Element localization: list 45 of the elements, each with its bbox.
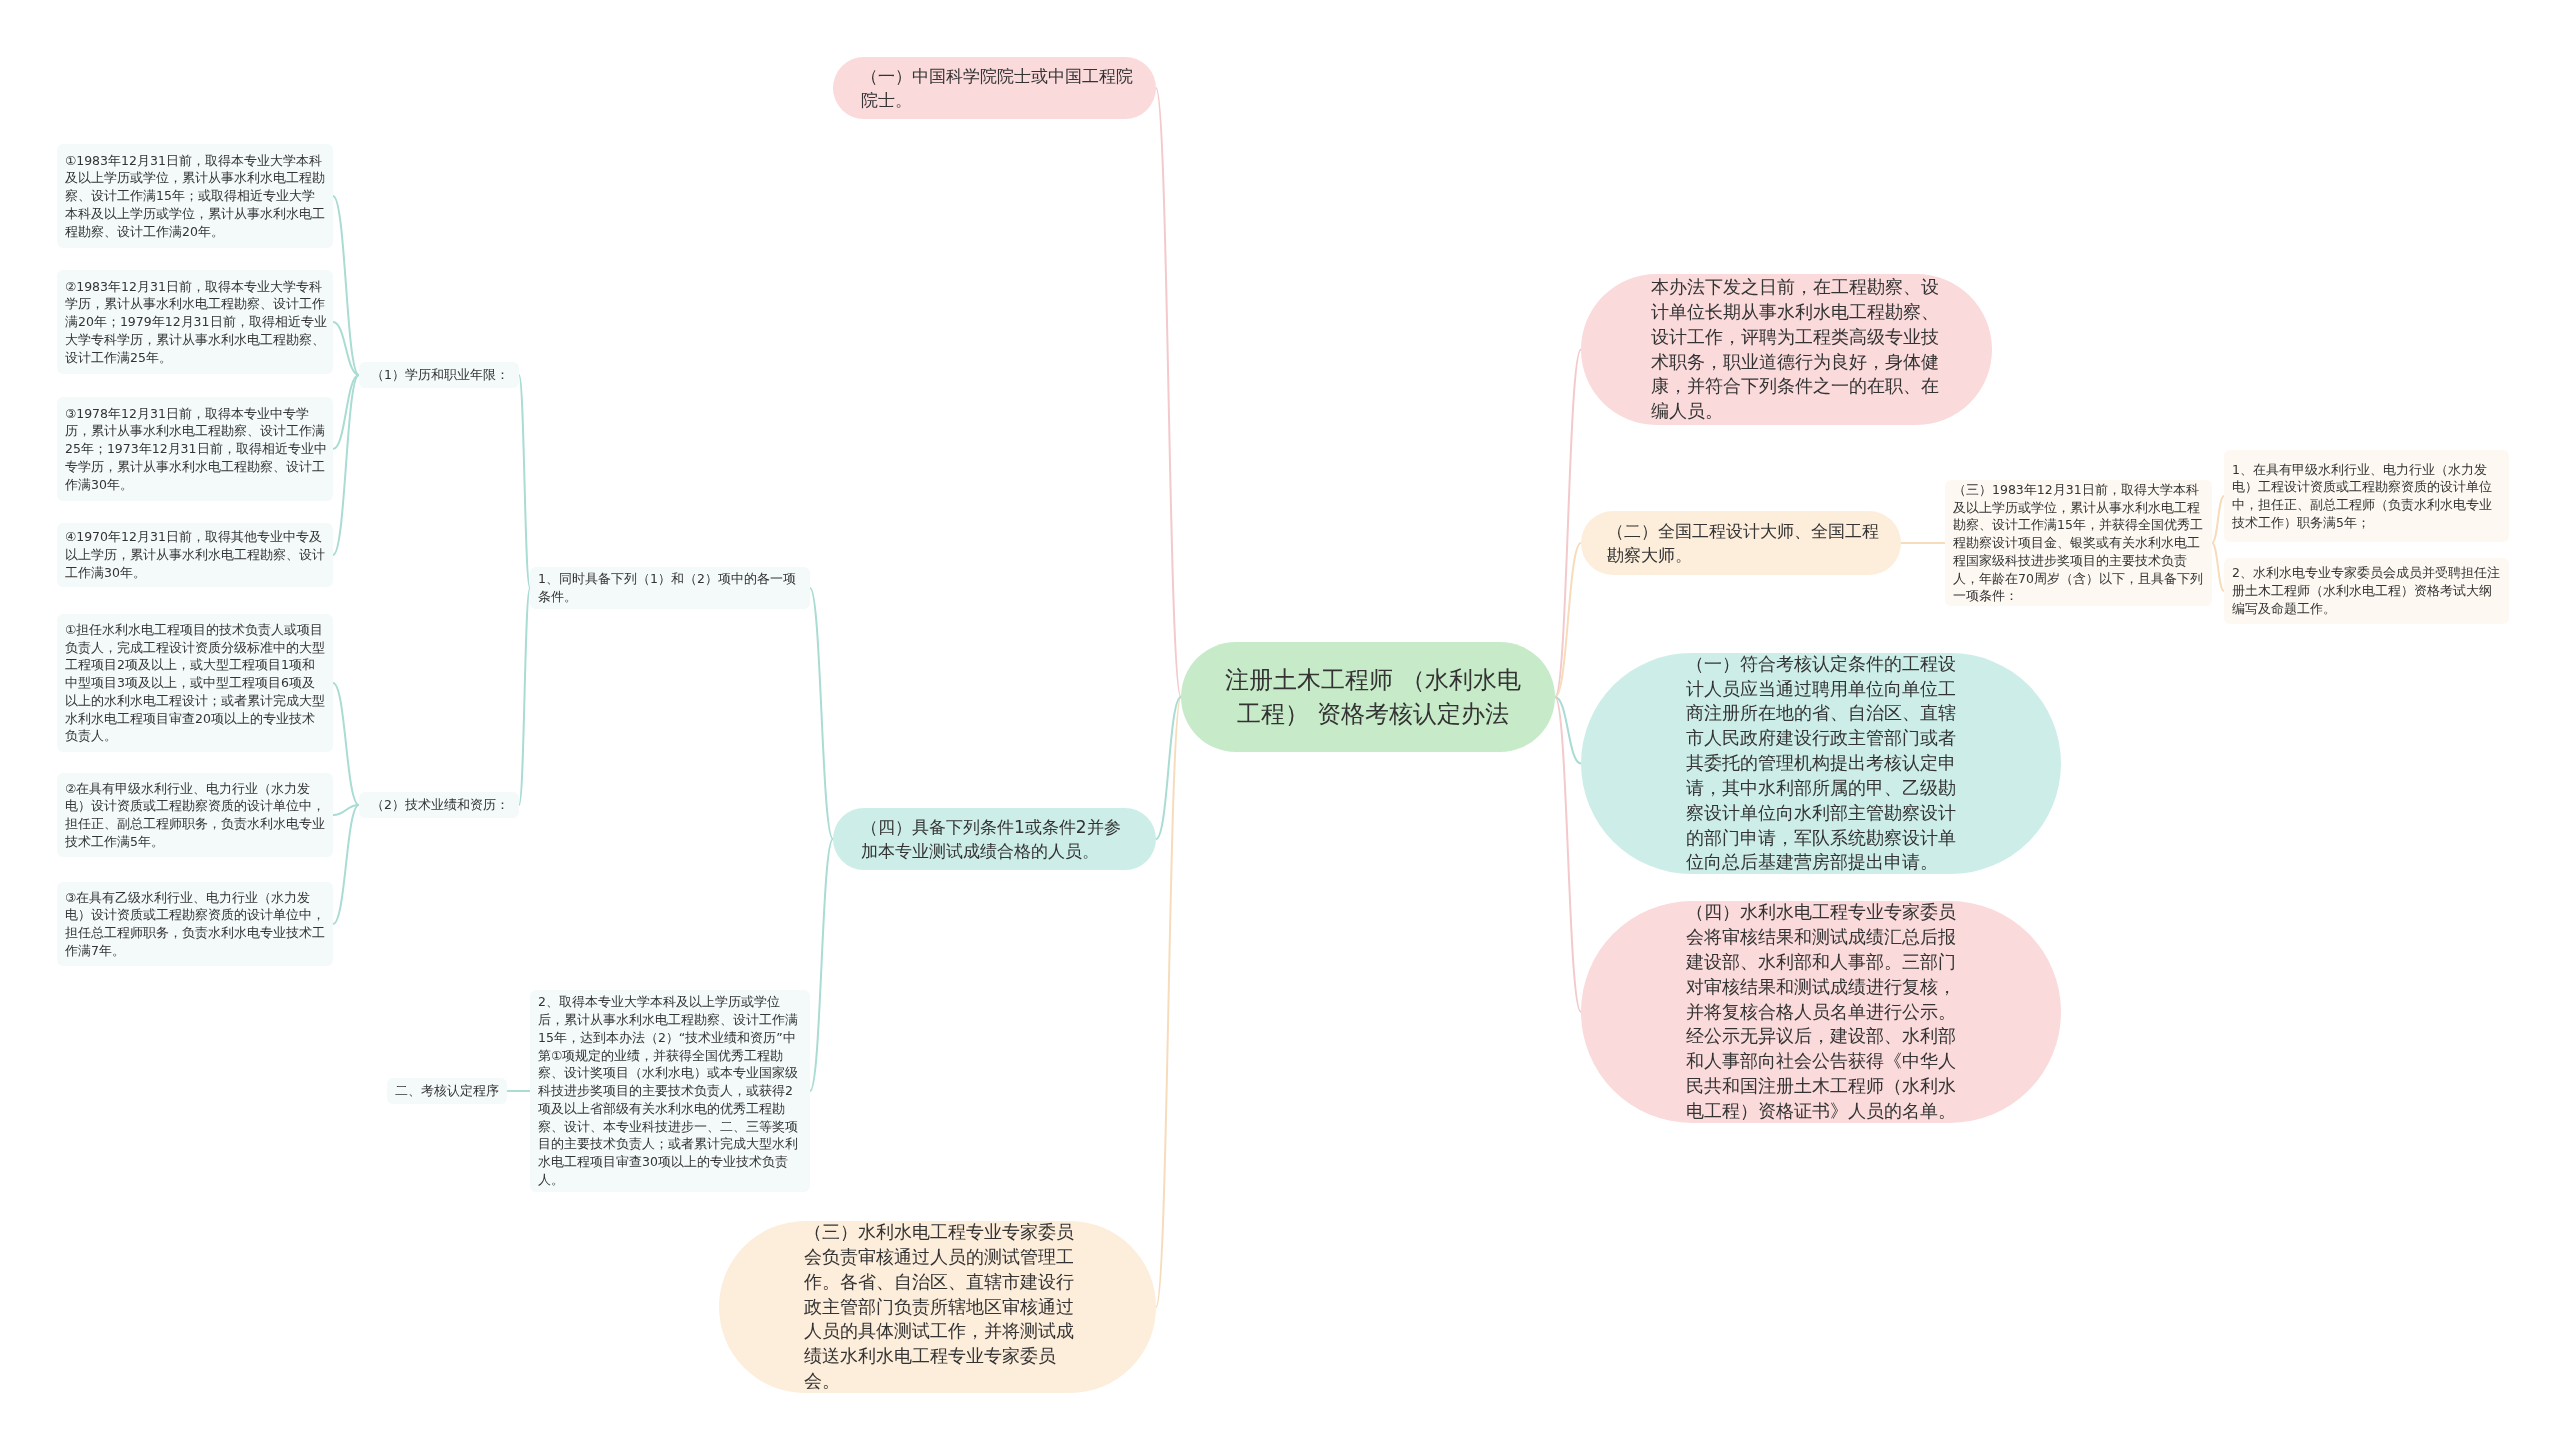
subtopic-box: ②在具有甲级水利行业、电力行业（水力发电）设计资质或工程勘察资质的设计单位中，担任正、副总工程师职务，负责水利水电专业技术工作满5年。 (57, 773, 333, 857)
connector-line (1554, 696, 1582, 765)
connector-line (1554, 348, 1582, 698)
connector-line (2211, 495, 2225, 544)
subtopic-box: ③在具有乙级水利行业、电力行业（水力发电）设计资质或工程勘察资质的设计单位中，担任总工程师职务，负责水利水电专业技术工作满7年。 (57, 882, 333, 966)
subtopic-box: ④1970年12月31日前，取得其他专业中专及以上学历，累计从事水利水电工程勘察、设计工作满30年。 (57, 523, 333, 587)
subtopic-box: ③1978年12月31日前，取得本专业中专学历，累计从事水利水电工程勘察、设计工作满25年；1973年12月31日前，取得相近专业中专学历，累计从事水利水电工程勘察、设计工作满30年。 (57, 397, 333, 501)
subtopic-box: 二、考核认定程序 (387, 1078, 507, 1104)
subtopic-box: （2）技术业绩和资历： (359, 792, 519, 818)
connector-line (332, 804, 360, 925)
subtopic-box: 2、取得本专业大学本科及以上学历或学位后，累计从事水利水电工程勘察、设计工作满15年，达到本办法（2）“技术业绩和资历”中第①项规定的业绩，并获得全国优秀工程勘察、设计奖项目（水利水电）或本专业国家级科技进步奖项目的主要技术负责人，或获得2项及以上省部级有关水利水电的优秀工程勘察、设计、本专业科技进步一、二、三等奖项目的主要技术负责人；或者累计完成大型水利水电工程项目审查30项以上的专业技术负责人。 (530, 990, 810, 1192)
topic-pill: （一）符合考核认定条件的工程设计人员应当通过聘用单位向单位工商注册所在地的省、自治区、直辖市人民政府建设行政主管部门或者其委托的管理机构提出考核认定申请，其中水利部所属的甲、乙级勘察设计单位向水利部主管勘察设计的部门申请，军队系统勘察设计单位向总后基建营房部提出申请。 (1581, 653, 2061, 874)
connector-line (1155, 87, 1182, 698)
topic-pill: （四）水利水电工程专业专家委员会将审核结果和测试成绩汇总后报建设部、水利部和人事部。三部门对审核结果和测试成绩进行复核，并将复核合格人员名单进行公示。经公示无异议后，建设部、水利部和人事部向社会公告获得《中华人民共和国注册土木工程师（水利水电工程）资格证书》人员的名单。 (1581, 901, 2061, 1123)
subtopic-box: ①1983年12月31日前，取得本专业大学本科及以上学历或学位，累计从事水利水电工程勘察、设计工作满15年；或取得相近专业大学本科及以上学历或学位，累计从事水利水电工程勘察、设计工作满20年。 (57, 144, 333, 248)
subtopic-box: （三）1983年12月31日前，取得大学本科及以上学历或学位，累计从事水利水电工程勘察、设计工作满15年，并获得全国优秀工程勘察设计项目金、银奖或有关水利水电工程国家级科技进步奖项目的主要技术负责人，年龄在70周岁（含）以下，且具备下列一项条件： (1945, 480, 2212, 606)
connector-line (332, 321, 360, 376)
connector-line (332, 682, 360, 806)
connector-line (809, 838, 834, 1092)
connector-line (1155, 696, 1182, 1308)
connector-line (2211, 542, 2225, 592)
topic-pill: （四）具备下列条件1或条件2并参加本专业测试成绩合格的人员。 (833, 808, 1156, 870)
connector-line (1554, 696, 1582, 1013)
connector-line (518, 374, 531, 589)
topic-pill: （一）中国科学院院士或中国工程院院士。 (833, 57, 1156, 119)
topic-pill: （三）水利水电工程专业专家委员会负责审核通过人员的测试管理工作。各省、自治区、直辖市建设行政主管部门负责所辖地区审核通过人员的具体测试工作，并将测试成绩送水利水电工程专业专家委员会。 (719, 1221, 1156, 1393)
subtopic-box: ①担任水利水电工程项目的技术负责人或项目负责人，完成工程设计资质分级标准中的大型工程项目2项及以上，或大型工程项目1项和中型项目3项及以上，或中型工程项目6项及以上的水利水电工程设计；或者累计完成大型水利水电工程项目审查20项以上的专业技术负责人。 (57, 614, 333, 752)
connector-line (1155, 696, 1182, 840)
topic-pill: 本办法下发之日前，在工程勘察、设计单位长期从事水利水电工程勘察、设计工作，评聘为工程类高级专业技术职务，职业道德行为良好，身体健康，并符合下列条件之一的在职、在编人员。 (1581, 274, 1992, 425)
subtopic-box: 1、在具有甲级水利行业、电力行业（水力发电）工程设计资质或工程勘察资质的设计单位中，担任正、副总工程师（负责水利水电专业技术工作）职务满5年； (2224, 450, 2509, 542)
connector-line (506, 1090, 531, 1092)
central-topic: 注册土木工程师 （水利水电工程） 资格考核认定办法 (1181, 642, 1555, 752)
connector-line (332, 804, 360, 816)
subtopic-box: 2、水利水电专业专家委员会成员并受聘担任注册土木工程师（水利水电工程）资格考试大纲编写及命题工作。 (2224, 558, 2509, 624)
connector-line (332, 374, 360, 556)
connector-line (518, 587, 531, 806)
subtopic-box: 1、同时具备下列（1）和（2）项中的各一项条件。 (530, 567, 810, 609)
topic-pill: （二）全国工程设计大师、全国工程勘察大师。 (1581, 511, 1901, 575)
connector-line (332, 195, 360, 376)
connector-line (332, 374, 360, 450)
subtopic-box: （1）学历和职业年限： (359, 362, 519, 388)
connector-line (809, 587, 834, 840)
connector-line (1554, 542, 1582, 698)
connector-line (1900, 542, 1946, 544)
subtopic-box: ②1983年12月31日前，取得本专业大学专科学历，累计从事水利水电工程勘察、设计工作满20年；1979年12月31日前，取得相近专业大学专科学历，累计从事水利水电工程勘察、设计工作满25年。 (57, 270, 333, 374)
